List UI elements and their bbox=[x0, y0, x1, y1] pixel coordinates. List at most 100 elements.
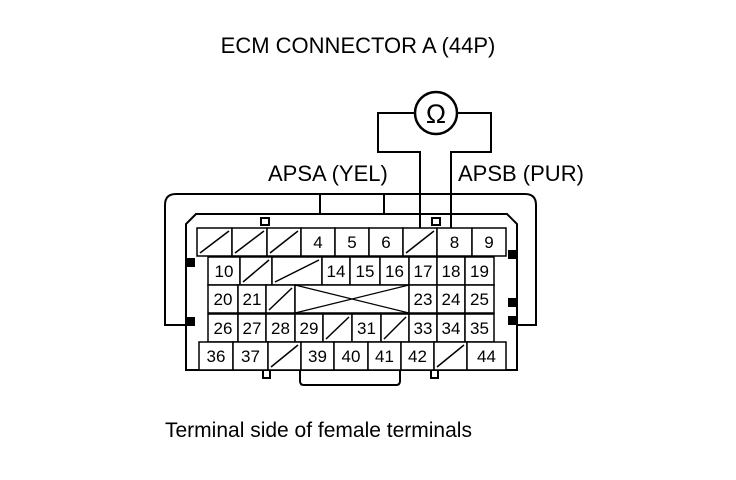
terminal-outline bbox=[207, 256, 241, 286]
terminal-outline bbox=[198, 341, 234, 371]
unused-terminal-slash bbox=[274, 259, 320, 283]
terminal-cell: 4 bbox=[300, 227, 336, 257]
terminal-cell: 24 bbox=[436, 284, 466, 314]
ohmmeter: Ω bbox=[413, 90, 459, 136]
terminal-number: 16 bbox=[385, 262, 404, 281]
terminal-outline bbox=[367, 341, 402, 371]
terminal-number: 31 bbox=[357, 319, 376, 338]
terminal-number: 19 bbox=[470, 262, 489, 281]
terminal-cell bbox=[265, 284, 296, 314]
terminal-outline bbox=[436, 227, 473, 257]
terminal-cell: 35 bbox=[464, 313, 495, 343]
terminal-number: 41 bbox=[375, 347, 394, 366]
terminal-outline bbox=[379, 256, 410, 286]
ohm-symbol: Ω bbox=[426, 99, 446, 129]
terminal-number: 36 bbox=[207, 347, 226, 366]
terminal-cell: 14 bbox=[321, 256, 351, 286]
terminal-cell: 20 bbox=[207, 284, 239, 314]
terminal-outline bbox=[464, 284, 495, 314]
terminal-cell: 15 bbox=[349, 256, 381, 286]
terminal-number: 24 bbox=[442, 290, 461, 309]
terminal-outline bbox=[368, 227, 404, 257]
terminal-cell: 19 bbox=[464, 256, 495, 286]
terminal-number: 27 bbox=[243, 319, 262, 338]
terminal-number: 23 bbox=[414, 290, 433, 309]
terminal-outline bbox=[232, 341, 269, 371]
connector-housing bbox=[164, 193, 537, 386]
terminal-cell: 33 bbox=[408, 313, 438, 343]
terminal-cell bbox=[267, 341, 302, 371]
terminal-number: 5 bbox=[347, 233, 356, 252]
terminal-number: 10 bbox=[215, 262, 234, 281]
probe-b-wire bbox=[450, 112, 492, 233]
unused-terminal-slash bbox=[234, 230, 265, 254]
terminal-number: 6 bbox=[381, 233, 390, 252]
probe-a-terminal-slash bbox=[405, 230, 435, 254]
terminal-number: 20 bbox=[214, 290, 233, 309]
terminal-cell bbox=[380, 313, 410, 343]
terminal-number: 33 bbox=[414, 319, 433, 338]
terminal-outline bbox=[466, 341, 507, 371]
terminal-cell bbox=[271, 256, 323, 286]
unused-cross-line bbox=[294, 284, 410, 314]
terminal-number: 9 bbox=[484, 233, 493, 252]
terminal-cell: 8 bbox=[436, 227, 473, 257]
terminal-cell: 23 bbox=[408, 284, 438, 314]
terminal-cell: 17 bbox=[408, 256, 438, 286]
terminal-cell: 36 bbox=[198, 341, 234, 371]
terminal-cell: 40 bbox=[333, 341, 369, 371]
terminal-cell: 9 bbox=[471, 227, 507, 257]
terminal-cell: 21 bbox=[237, 284, 267, 314]
terminal-cell: 31 bbox=[351, 313, 382, 343]
terminal-number: 4 bbox=[313, 233, 322, 252]
terminal-cell: 37 bbox=[232, 341, 269, 371]
terminal-cell: 6 bbox=[368, 227, 404, 257]
terminal-outline bbox=[300, 341, 335, 371]
terminal-outline bbox=[237, 284, 267, 314]
terminal-cell: 39 bbox=[300, 341, 335, 371]
diagram-title: ECM CONNECTOR A (44P) bbox=[220, 33, 496, 58]
terminal-outline bbox=[408, 284, 438, 314]
unused-terminal-slash bbox=[199, 230, 230, 254]
terminal-number: 28 bbox=[271, 319, 290, 338]
terminal-outline bbox=[464, 313, 495, 343]
terminal-cell: 25 bbox=[464, 284, 495, 314]
terminal-cell: 5 bbox=[334, 227, 370, 257]
terminal-number: 21 bbox=[243, 290, 262, 309]
terminal-number: 15 bbox=[356, 262, 375, 281]
terminal-outline bbox=[471, 227, 507, 257]
terminal-cell: 18 bbox=[436, 256, 466, 286]
terminal-cell bbox=[266, 227, 302, 257]
probe-a-label: APSA (YEL) bbox=[268, 161, 388, 186]
diagram-caption: Terminal side of female terminals bbox=[165, 419, 472, 442]
unused-terminal-slash bbox=[325, 316, 350, 340]
unused-terminal-slash bbox=[270, 344, 299, 368]
unused-terminal-slash bbox=[269, 230, 299, 254]
terminal-grid: 4567891014151617181920212324252627282931… bbox=[196, 227, 507, 371]
terminal-number: 42 bbox=[408, 347, 427, 366]
terminal-number: 34 bbox=[442, 319, 461, 338]
terminal-number: 44 bbox=[477, 347, 496, 366]
terminal-outline bbox=[300, 227, 336, 257]
terminal-number: 25 bbox=[470, 290, 489, 309]
terminal-cell: 34 bbox=[436, 313, 466, 343]
terminal-number: 18 bbox=[442, 262, 461, 281]
terminal-number: 26 bbox=[214, 319, 233, 338]
terminal-number: 37 bbox=[241, 347, 260, 366]
terminal-cell bbox=[239, 256, 273, 286]
terminal-cell bbox=[294, 284, 410, 314]
terminal-cell: 26 bbox=[207, 313, 239, 343]
unused-terminal-slash bbox=[268, 287, 293, 311]
terminal-cell: 27 bbox=[237, 313, 267, 343]
terminal-cell bbox=[322, 313, 353, 343]
terminal-number: 35 bbox=[470, 319, 489, 338]
unused-terminal-slash bbox=[242, 259, 270, 283]
terminal-cell: 10 bbox=[207, 256, 241, 286]
terminal-cell: 29 bbox=[294, 313, 324, 343]
probe-b-label: APSB (PUR) bbox=[458, 161, 584, 186]
terminal-number: 14 bbox=[327, 262, 346, 281]
terminal-number: 17 bbox=[414, 262, 433, 281]
terminal-outline bbox=[400, 341, 435, 371]
locking-tabs bbox=[186, 250, 517, 326]
